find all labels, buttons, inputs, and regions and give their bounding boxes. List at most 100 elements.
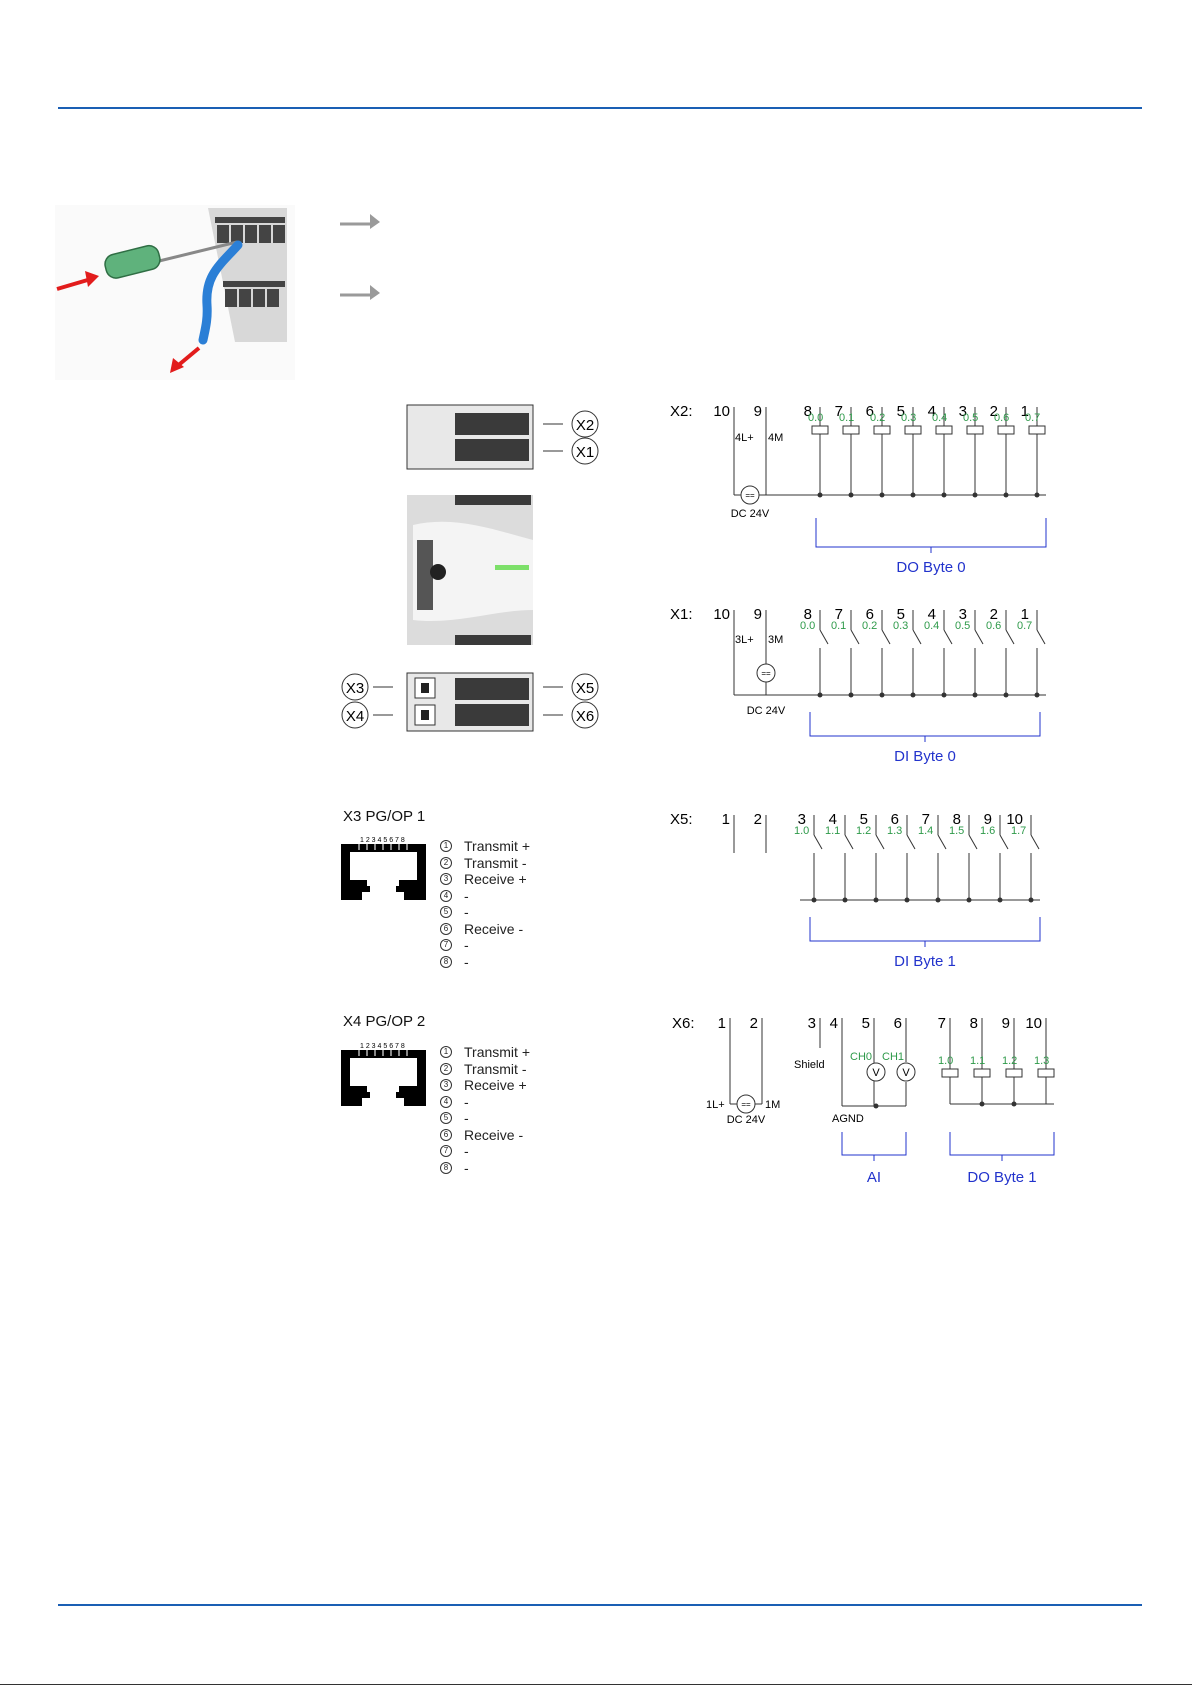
terminal-number: 10: [1025, 1015, 1042, 1032]
terminal-number: 8: [804, 403, 812, 420]
x2-supply-plus: 4L+: [735, 432, 754, 444]
label-x4: X4: [346, 708, 364, 725]
channel-label: 0.3: [901, 412, 916, 424]
terminal-number: 3: [808, 1015, 816, 1032]
channel-label: 1.0: [794, 825, 809, 837]
terminal-number: 3: [959, 606, 967, 623]
svg-text:==: ==: [761, 669, 771, 678]
pin-number: 8: [440, 1161, 452, 1174]
terminal-number: 4: [928, 606, 936, 623]
channel-label: 0.7: [1017, 620, 1032, 632]
x4-title: X4 PG/OP 2: [343, 1013, 426, 1030]
terminal-number: 4: [928, 403, 936, 420]
channel-label: 1.1: [970, 1055, 985, 1067]
pin-number: 2: [440, 1062, 452, 1075]
terminal-number: 5: [897, 403, 905, 420]
pin-label: Transmit -: [464, 854, 527, 871]
x3-title: X3 PG/OP 1: [343, 808, 426, 825]
x2-label: X2:: [670, 403, 693, 420]
pin-label: Transmit +: [464, 838, 530, 854]
x2-supply-minus: 4M: [768, 432, 783, 444]
terminal-number: 5: [862, 1015, 870, 1032]
pin-number: 3: [440, 873, 452, 886]
terminal-number: 5: [897, 606, 905, 623]
pin-number: 6: [440, 922, 452, 935]
pull-arrow-icon: [170, 346, 201, 373]
terminal-number: 2: [750, 1015, 758, 1032]
pin-number: 4: [440, 1095, 452, 1108]
ai-label: AI: [867, 1169, 881, 1186]
step-arrow-icon: [340, 214, 380, 229]
pin-label: -: [464, 1110, 469, 1126]
channel-label: 0.7: [1025, 412, 1040, 424]
channel-label: 0.3: [893, 620, 908, 632]
x6-ch0: CH0: [850, 1051, 872, 1063]
channel-label: 0.0: [800, 620, 815, 632]
channel-label: 0.1: [839, 412, 854, 424]
x6-supply-plus: 1L+: [706, 1099, 725, 1111]
x5-label: X5:: [670, 811, 693, 828]
terminal-number: 9: [754, 606, 762, 623]
terminal-number: 10: [1006, 811, 1023, 828]
rj45-socket-icon: 1 2 3 4 5 6 7 8: [341, 1043, 426, 1106]
pin-label: -: [464, 937, 469, 953]
di-byte-1-label: DI Byte 1: [894, 953, 956, 970]
step-arrow-icon: [340, 285, 380, 300]
terminal-number: 9: [984, 811, 992, 828]
terminal-number: 6: [891, 811, 899, 828]
channel-label: 1.0: [938, 1055, 953, 1067]
pin-label: -: [464, 1143, 469, 1159]
pin-number: 3: [440, 1079, 452, 1092]
channel-label: 0.5: [963, 412, 978, 424]
pin-numbers: 1 2 3 4 5 6 7 8: [360, 1043, 405, 1050]
channel-label: 0.6: [994, 412, 1009, 424]
pin-label: Transmit +: [464, 1044, 530, 1060]
terminal-number: 2: [990, 606, 998, 623]
terminal-number: 8: [970, 1015, 978, 1032]
channel-label: 1.4: [918, 825, 933, 837]
terminal-number: 7: [835, 403, 843, 420]
pin-label: Transmit -: [464, 1060, 527, 1077]
pin-number: 7: [440, 939, 452, 952]
terminal-number: 9: [1002, 1015, 1010, 1032]
channel-label: 1.2: [1002, 1055, 1017, 1067]
x1-label: X1:: [670, 606, 693, 623]
channel-label: 1.7: [1011, 825, 1026, 837]
terminal-number: 10: [713, 606, 730, 623]
label-x1: X1: [576, 444, 594, 461]
pin-row: 5-: [440, 904, 530, 921]
terminal-number: 4: [829, 811, 837, 828]
terminal-number: 5: [860, 811, 868, 828]
terminal-number: 1: [1021, 403, 1029, 420]
terminal-number: 3: [959, 403, 967, 420]
do-byte-0-label: DO Byte 0: [896, 559, 965, 576]
terminal-number: 6: [866, 606, 874, 623]
channel-label: 1.3: [1034, 1055, 1049, 1067]
pin-number: 6: [440, 1128, 452, 1141]
module-drawing: X2 X1 X3 X4 X5 X6: [341, 404, 599, 732]
terminal-number: 7: [938, 1015, 946, 1032]
pin-label: -: [464, 1093, 469, 1110]
channel-label: 0.1: [831, 620, 846, 632]
terminal-number: 2: [990, 403, 998, 420]
terminal-number: 6: [866, 403, 874, 420]
pin-label: -: [464, 953, 469, 970]
channel-label: 1.1: [825, 825, 840, 837]
pin-number: 7: [440, 1145, 452, 1158]
terminal-number: 7: [835, 606, 843, 623]
wiring-illustration: [55, 205, 295, 380]
footer-rule: [58, 1604, 1142, 1606]
channel-label: 0.2: [870, 412, 885, 424]
terminal-number: 2: [754, 811, 762, 828]
pin-label: Receive +: [464, 1077, 527, 1093]
di-byte-0-label: DI Byte 0: [894, 748, 956, 765]
push-arrow-icon: [56, 271, 99, 291]
